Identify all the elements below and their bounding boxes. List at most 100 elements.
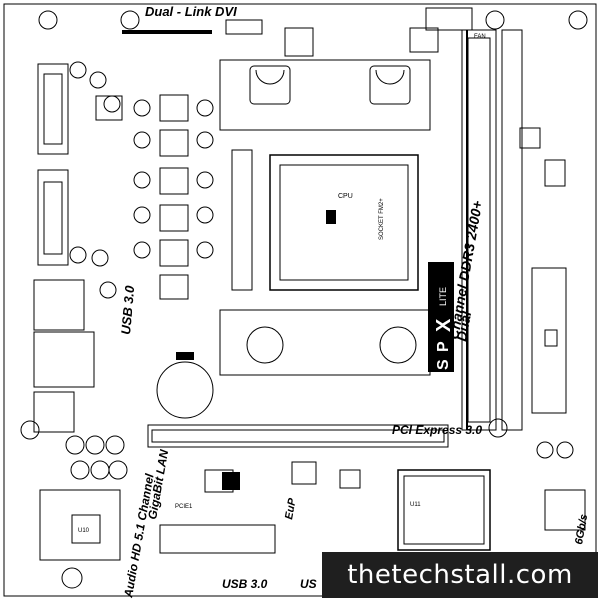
- pcie1-label: PCIE1: [175, 504, 193, 510]
- jumper: [326, 210, 336, 224]
- choke: [159, 204, 189, 232]
- eup-label: EuP: [283, 497, 299, 521]
- socket-label: SOCKET FM2+: [379, 198, 385, 240]
- capacitor: [133, 131, 151, 149]
- pcie-x16-slot: [147, 424, 449, 448]
- capacitor: [108, 460, 128, 480]
- mounting-hole: [38, 10, 58, 30]
- pcie-x1-slot: [159, 524, 276, 554]
- capacitor: [65, 435, 85, 455]
- usb-connector: [33, 279, 85, 331]
- capacitor: [105, 435, 125, 455]
- watermark-banner: thetechstall.com: [322, 552, 598, 598]
- choke: [159, 94, 189, 122]
- capacitor: [196, 241, 214, 259]
- vga-connector: [37, 169, 69, 266]
- brand-block: [428, 262, 454, 372]
- capacitor: [196, 206, 214, 224]
- bracket-curve: [379, 326, 417, 364]
- capacitor: [133, 241, 151, 259]
- audio-zone: [39, 489, 121, 561]
- choke: [159, 239, 189, 267]
- cpu-label: CPU: [338, 193, 353, 200]
- pci-express-label: PCI Express 3.0: [392, 423, 482, 437]
- dimm-slot-b: [501, 29, 523, 431]
- chip: [519, 127, 541, 149]
- capacitor: [90, 460, 110, 480]
- capacitor: [69, 61, 87, 79]
- chip: [71, 514, 101, 544]
- capacitor: [85, 435, 105, 455]
- chip: [339, 469, 361, 489]
- board-outline: [3, 3, 597, 597]
- pcie-x16-slot-inner: [151, 429, 445, 443]
- capacitor: [99, 281, 117, 299]
- mounting-hole: [120, 10, 140, 30]
- capacitor: [196, 131, 214, 149]
- chip: [291, 461, 317, 485]
- chipset-inner: [403, 475, 485, 545]
- capacitor: [196, 99, 214, 117]
- mounting-hole: [488, 418, 508, 438]
- choke: [159, 167, 189, 195]
- socket-frame: [231, 149, 253, 291]
- dvi-connector-inner: [43, 73, 63, 145]
- cpu-socket-inner: [279, 164, 409, 281]
- capacitor: [133, 99, 151, 117]
- usb3-bottom-cut-label: US: [300, 577, 317, 591]
- sata-connector: [544, 489, 586, 531]
- usb3-left-label: USB 3.0: [118, 284, 137, 335]
- usb3-bottom-label: USB 3.0: [222, 577, 268, 591]
- cpu-bracket-bottom: [219, 309, 431, 376]
- capacitor: [133, 171, 151, 189]
- chip: [284, 27, 314, 57]
- brand-p: P: [435, 341, 452, 352]
- fan-label: FAN: [474, 34, 486, 40]
- dvi-connector: [37, 63, 69, 155]
- capacitor: [91, 249, 109, 267]
- brand-x: X: [433, 318, 455, 332]
- vga-connector-inner: [43, 181, 63, 255]
- capacitor: [133, 206, 151, 224]
- u11-label: U11: [410, 502, 421, 508]
- capacitor: [536, 441, 554, 459]
- chipset: [397, 469, 491, 551]
- trace: [122, 30, 212, 34]
- connector-pin: [544, 329, 558, 347]
- bracket-curve: [375, 69, 405, 85]
- slot-edge: [466, 30, 468, 430]
- capacitor: [556, 441, 574, 459]
- capacitor: [89, 71, 107, 89]
- smd-block: [222, 472, 240, 490]
- mosfet: [95, 95, 123, 121]
- choke: [159, 129, 189, 157]
- u10-label: U10: [78, 528, 90, 534]
- cmos-battery: [156, 361, 214, 419]
- mounting-hole: [485, 10, 505, 30]
- mounting-hole: [61, 567, 83, 589]
- capacitor: [196, 171, 214, 189]
- chip: [544, 159, 566, 187]
- audio-connector: [33, 391, 75, 433]
- lan-connector: [33, 331, 95, 388]
- bracket-lever: [369, 65, 411, 105]
- bracket-curve: [255, 69, 285, 85]
- cpu-socket: [269, 154, 419, 291]
- choke: [159, 274, 189, 300]
- capacitor: [69, 246, 87, 264]
- atx-power-connector: [531, 267, 567, 414]
- mounting-hole: [20, 420, 40, 440]
- chip: [409, 27, 439, 53]
- dimm-slot-a: [461, 29, 497, 431]
- dvi-label: Dual - Link DVI: [145, 4, 237, 19]
- capacitor: [103, 95, 121, 113]
- fan-header: [425, 7, 473, 31]
- bracket-lever: [249, 65, 291, 105]
- brand-s: S: [435, 359, 452, 370]
- cpu-bracket-top: [219, 59, 431, 131]
- mounting-hole: [568, 10, 588, 30]
- dual-label: Dual: [453, 309, 474, 343]
- watermark-text: thetechstall.com: [347, 560, 573, 590]
- bracket-curve: [246, 326, 284, 364]
- smd-block: [176, 352, 194, 360]
